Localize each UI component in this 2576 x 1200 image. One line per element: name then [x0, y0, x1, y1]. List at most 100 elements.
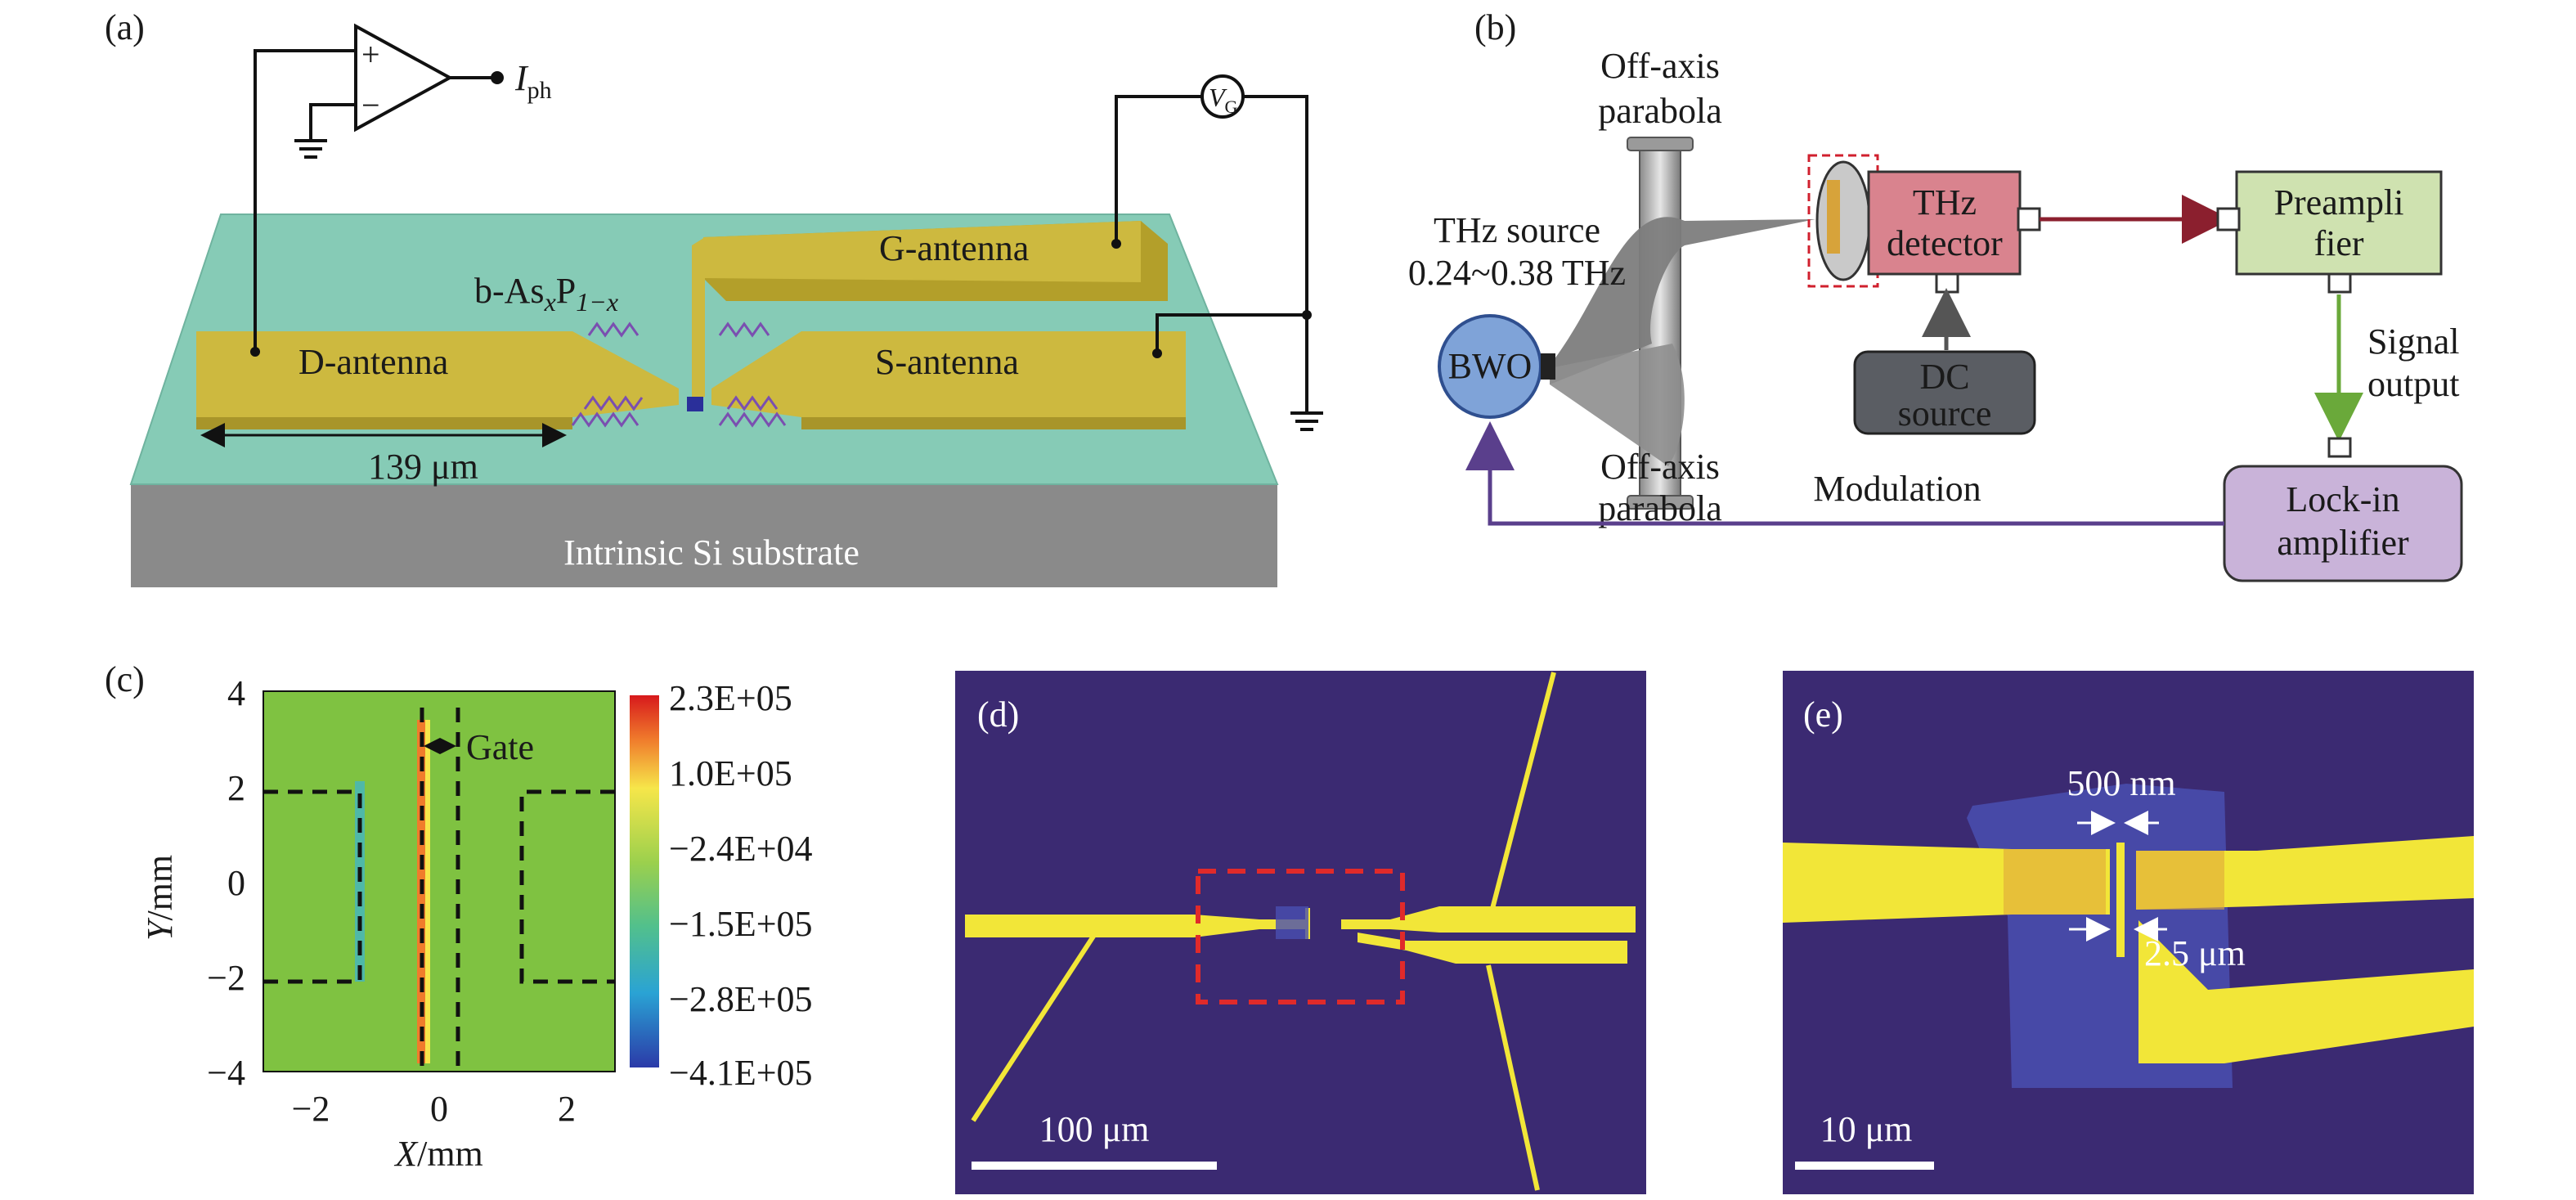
- material-label: b-AsxP1−x: [474, 271, 618, 317]
- length-label: 139 μm: [368, 447, 478, 487]
- detector-antenna: [1827, 180, 1840, 254]
- g-antenna-stem: [692, 237, 705, 401]
- modulation-label: Modulation: [1813, 469, 1981, 509]
- dc-label-2: source: [1898, 393, 1992, 434]
- field-hotspot-gate-edge: [425, 720, 430, 1063]
- device-electrodes: [965, 906, 1636, 964]
- y-tick: 2: [227, 768, 245, 808]
- vg-wire: [1243, 95, 1308, 413]
- overlap-left-e: [2004, 849, 2106, 915]
- thz-detector: [1867, 170, 2022, 276]
- flake: [1276, 906, 1308, 939]
- y-tick: 4: [227, 673, 245, 713]
- detector-label-2: detector: [1887, 223, 2003, 263]
- g-antenna-label: G-antenna: [879, 228, 1029, 268]
- op-amp-ground-wire: [309, 103, 356, 141]
- source-label-1: THz source: [1434, 210, 1600, 250]
- parabola-top-label-2: parabola: [1598, 91, 1721, 131]
- preamp-output-port: [2327, 272, 2352, 294]
- dc-label-1: DC: [1919, 357, 1969, 397]
- preamp-input-port: [2216, 207, 2241, 231]
- scale-label-d: 100 μm: [1039, 1109, 1150, 1149]
- colorbar-ticks: 2.3E+05 1.0E+05 −2.4E+04 −1.5E+05 −2.8E+…: [669, 678, 813, 1093]
- s-antenna-label: S-antenna: [875, 342, 1019, 382]
- ground-icon: [294, 139, 327, 159]
- bwo-port: [1541, 353, 1555, 380]
- scale-bar-e: [1795, 1162, 1934, 1170]
- gate-contact: [1111, 239, 1121, 249]
- signal-label-2: output: [2367, 364, 2459, 404]
- y-tick: 0: [227, 863, 245, 903]
- panel-c-tag: (c): [105, 659, 145, 699]
- bas-p-crystal: [571, 321, 787, 428]
- gate-label: Gate: [466, 727, 534, 767]
- colorbar-tick: −2.8E+05: [669, 979, 813, 1019]
- zoom-box: [1196, 869, 1405, 1004]
- parabola-bot-label-1: Off-axis: [1600, 447, 1720, 487]
- colorbar-tick: −1.5E+05: [669, 904, 813, 944]
- dc-source: [1853, 350, 2036, 435]
- detector-port: [2017, 207, 2041, 231]
- preamp-label-2: fier: [2313, 223, 2363, 263]
- s-antenna: [711, 331, 1186, 417]
- panel-b: (b) Off-axis parabola THz source 0.24~0.…: [1408, 7, 2463, 582]
- photocurrent-label: Iph: [514, 58, 552, 104]
- x-tick: 2: [558, 1089, 576, 1129]
- s-antenna-edge: [801, 417, 1186, 429]
- x-tick: 0: [430, 1089, 448, 1129]
- overlap-right-e: [2136, 851, 2224, 910]
- drain-wire: [254, 49, 356, 352]
- vg-label: VG: [1209, 83, 1238, 117]
- substrate-label: Intrinsic Si substrate: [563, 533, 859, 573]
- colorbar-tick: −4.1E+05: [669, 1053, 813, 1093]
- y-axis-label: Y/mm: [140, 855, 180, 941]
- colorbar-tick: 1.0E+05: [669, 753, 792, 793]
- y-tick: −2: [207, 958, 245, 998]
- scale-bar-d: [972, 1162, 1217, 1170]
- d-antenna-edge: [196, 417, 572, 429]
- panel-a-tag: (a): [105, 7, 145, 47]
- y-axis-ticks: 4 2 0 −2 −4: [207, 673, 245, 1093]
- source-contact: [1152, 348, 1162, 358]
- op-amp-plus: +: [361, 36, 380, 73]
- gate-leads: [971, 672, 1556, 1191]
- gap-label: 500 nm: [2067, 763, 2175, 803]
- signal-label-1: Signal: [2367, 321, 2459, 362]
- lockin-label-1: Lock-in: [2286, 479, 2399, 519]
- lockin-label-2: amplifier: [2277, 523, 2409, 563]
- panel-d: (d) 100 μm: [955, 671, 1646, 1194]
- parabola-top-label-1: Off-axis: [1600, 46, 1720, 86]
- thz-beam-upper: [1550, 217, 1815, 384]
- panel-c: (c) Gate 4 2 0 −2 −4 Y/mm −2 0 2 X/mm: [105, 659, 813, 1174]
- preamplifier: [2235, 170, 2443, 276]
- x-tick: −2: [292, 1089, 330, 1129]
- panel-e: (e) 500 nm 2.5 μm 10 μm: [1783, 671, 2474, 1194]
- x-axis-label: X/mm: [393, 1134, 483, 1174]
- bwo-label: BWO: [1448, 346, 1533, 386]
- modulation-line: [1465, 421, 2224, 526]
- ground-icon: [1290, 411, 1323, 431]
- source-label-2: 0.24~0.38 THz: [1408, 253, 1626, 293]
- detector-lens: [1815, 160, 1871, 281]
- panel-e-tag: (e): [1803, 694, 1843, 735]
- colorbar: [630, 695, 659, 1067]
- scale-label-e: 10 μm: [1820, 1109, 1913, 1149]
- d-antenna: [196, 331, 679, 417]
- panel-a: (a) Intrinsic Si substrate G-antenna D-a…: [105, 7, 1323, 587]
- x-axis-ticks: −2 0 2: [292, 1089, 576, 1129]
- gate-finger-e: [2116, 843, 2125, 957]
- panel-d-tag: (d): [977, 694, 1019, 735]
- op-amp: [354, 23, 454, 133]
- substrate-side: [131, 484, 1277, 587]
- preamp-label-1: Preampli: [2274, 182, 2404, 222]
- channel: [687, 397, 703, 411]
- field-map: [263, 690, 616, 1072]
- g-antenna: [703, 221, 1141, 282]
- colorbar-tick: −2.4E+04: [669, 829, 813, 869]
- colorbar-tick: 2.3E+05: [669, 678, 792, 718]
- lockin-input-port: [2327, 437, 2352, 458]
- electrode-outline: [263, 708, 615, 1072]
- y-tick: −4: [207, 1053, 245, 1093]
- mirror-cap-top: [1627, 137, 1694, 151]
